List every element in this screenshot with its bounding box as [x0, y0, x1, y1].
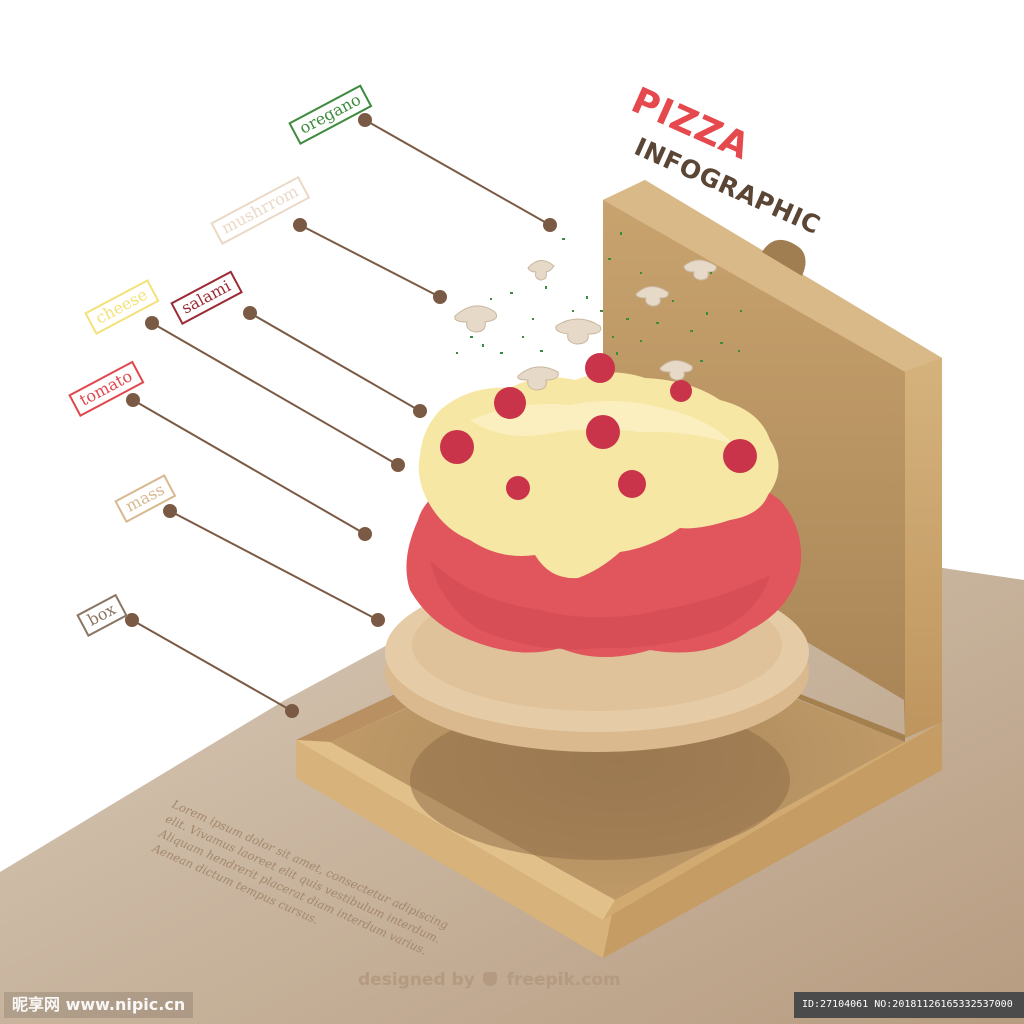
mushroom-piece [683, 259, 717, 281]
box-base-rim-front-right [603, 722, 942, 920]
leader-line-cheese [151, 322, 399, 466]
credit-prefix: designed by [358, 970, 475, 990]
salami-slices [440, 353, 757, 500]
credit-line: designed by freepik.com [358, 970, 621, 990]
pizza-sauce-shade [430, 560, 770, 650]
leader-dot [358, 113, 372, 127]
salami-slice [585, 353, 615, 383]
watermark-right: ID:27104061 NO:20181126165332537000 [794, 992, 1024, 1018]
mushroom-piece [527, 260, 555, 281]
leader-dot [433, 290, 447, 304]
salami-slice [440, 430, 474, 464]
box-base-wall-front-left [296, 740, 615, 958]
box-lid-rim-right [905, 358, 942, 738]
mushrooms [454, 259, 717, 391]
mushroom-piece [454, 305, 498, 333]
salami-slice [506, 476, 530, 500]
credit-brand: freepik.com [506, 970, 621, 990]
salami-slice [618, 470, 646, 498]
leader-dot [243, 306, 257, 320]
oregano-flakes [456, 232, 742, 362]
salami-slice [723, 439, 757, 473]
leader-dot [285, 704, 299, 718]
leader-dot [391, 458, 405, 472]
watermark-left: 昵享网 www.nipic.cn [4, 992, 194, 1018]
mushroom-piece [517, 366, 559, 391]
leader-lines [125, 113, 557, 718]
leader-dot [371, 613, 385, 627]
mushroom-piece [659, 360, 693, 381]
leader-line-box [131, 619, 293, 712]
leader-line-mushroom [299, 224, 441, 298]
leader-dot [126, 393, 140, 407]
box-base-wall-front-right [603, 722, 942, 958]
leader-dot [413, 404, 427, 418]
leader-dot [358, 527, 372, 541]
box-lid-handle-hole [762, 239, 806, 276]
mushroom-piece [555, 318, 602, 345]
leader-line-salami [249, 312, 421, 412]
box-lid-rim-top [603, 180, 942, 372]
salami-slice [670, 380, 692, 402]
leader-dot [543, 218, 557, 232]
freepik-logo-icon [482, 972, 497, 986]
mushroom-piece [635, 286, 669, 307]
leader-line-tomato [132, 399, 366, 535]
leader-line-oregano [364, 119, 551, 226]
leader-dot [145, 316, 159, 330]
leader-dot [293, 218, 307, 232]
leader-dot [125, 613, 139, 627]
leader-line-mass [169, 510, 379, 621]
salami-slice [586, 415, 620, 449]
salami-slice [494, 387, 526, 419]
leader-dot [163, 504, 177, 518]
